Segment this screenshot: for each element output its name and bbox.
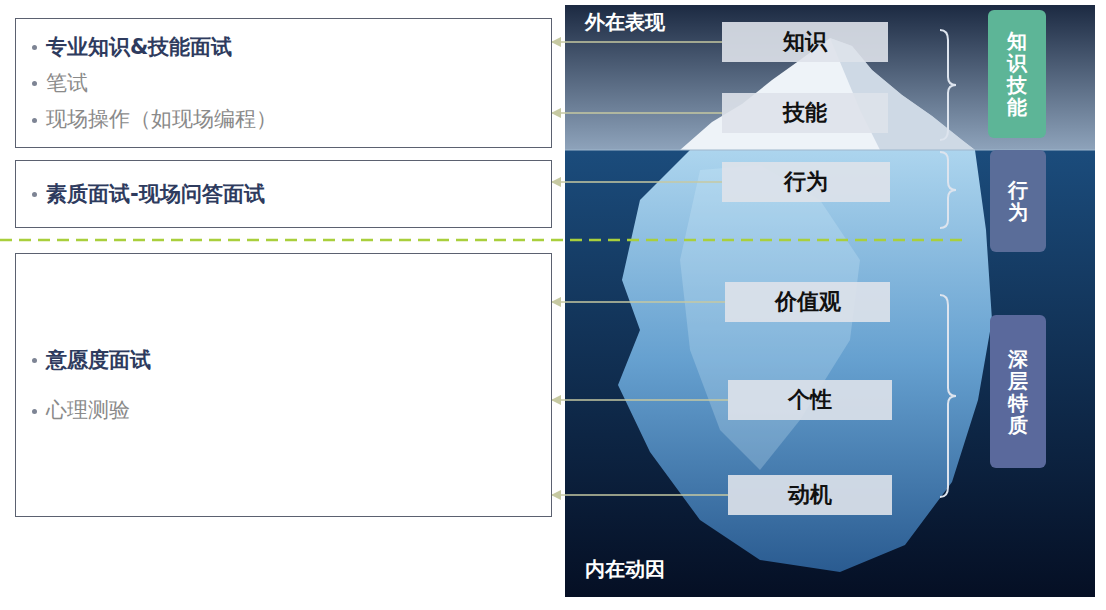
method-text: 意愿度面试: [46, 347, 535, 373]
layer-label-box: 知识: [722, 22, 888, 62]
method-text: 笔试: [46, 70, 535, 96]
method-box: 意愿度面试心理测验: [15, 253, 552, 517]
leader-arrow: [552, 399, 728, 401]
region-label: 内在动因: [585, 556, 665, 583]
bracket: [940, 152, 956, 228]
leader-arrow: [552, 112, 722, 114]
layer-label-box: 动机: [728, 475, 892, 515]
method-text: 专业知识&技能面试: [46, 34, 535, 60]
iceberg-underwater: [618, 150, 992, 572]
category-box: 深层特质: [990, 315, 1046, 468]
leader-arrow: [552, 301, 725, 303]
bracket: [940, 30, 956, 140]
layer-text: 动机: [788, 480, 832, 510]
method-text: 现场操作（如现场编程）: [46, 106, 535, 132]
category-text: 行为: [1008, 179, 1028, 223]
region-label: 外在表现: [585, 9, 665, 36]
layer-label-box: 技能: [722, 93, 888, 133]
category-text: 深层特质: [1008, 348, 1028, 436]
layer-label-box: 行为: [722, 162, 890, 202]
leader-arrow: [552, 41, 722, 43]
layer-text: 技能: [783, 98, 827, 128]
method-box: 专业知识&技能面试笔试现场操作（如现场编程）: [15, 18, 552, 148]
divider-dashed: [0, 239, 962, 242]
layer-text: 知识: [783, 27, 827, 57]
layer-text: 行为: [784, 167, 828, 197]
bracket: [940, 295, 956, 497]
method-text: 心理测验: [46, 397, 535, 423]
layer-label-box: 个性: [728, 380, 892, 420]
category-box: 知识技能: [988, 10, 1046, 138]
category-box: 行为: [990, 150, 1046, 252]
leader-arrow: [552, 181, 722, 183]
layer-text: 价值观: [775, 287, 841, 317]
sky: [565, 5, 1095, 150]
leader-arrow: [552, 494, 728, 496]
sea: [565, 150, 1095, 597]
category-text: 知识技能: [1007, 30, 1027, 118]
method-box: 素质面试-现场问答面试: [15, 160, 552, 228]
layer-text: 个性: [788, 385, 832, 415]
layer-label-box: 价值观: [725, 282, 890, 322]
method-text: 素质面试-现场问答面试: [46, 181, 535, 207]
